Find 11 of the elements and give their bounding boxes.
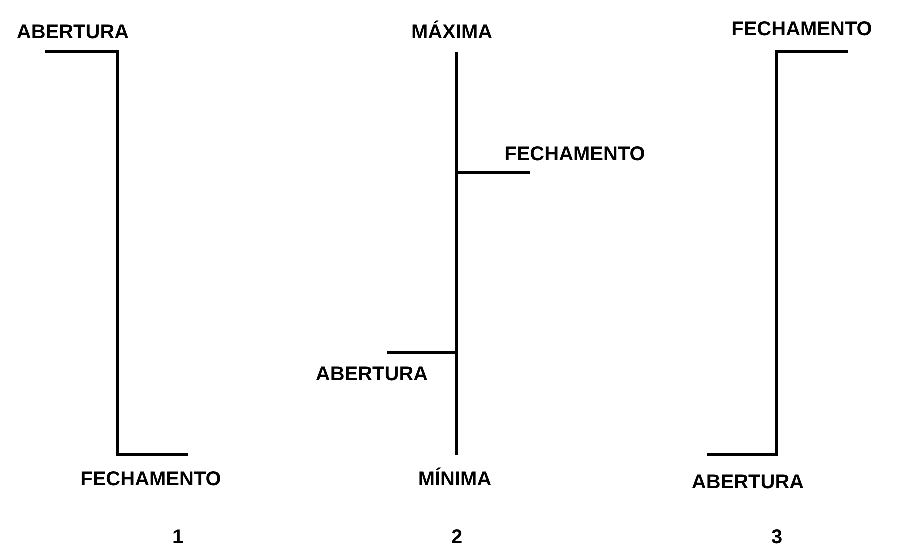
price-label: ABERTURA <box>692 472 804 494</box>
price-label: FECHAMENTO <box>80 468 222 492</box>
price-label: ABERTURA <box>16 22 130 44</box>
price-label: FECHAMENTO <box>732 18 872 42</box>
figure-number: 1 <box>172 526 184 550</box>
price-label: FECHAMENTO <box>504 144 646 166</box>
price-label: ABERTURA <box>316 364 428 386</box>
figure-number: 3 <box>771 526 783 550</box>
price-label: MÁXIMA <box>411 22 493 44</box>
figure-number: 2 <box>451 526 463 550</box>
price-label: MÍNIMA <box>418 468 492 492</box>
